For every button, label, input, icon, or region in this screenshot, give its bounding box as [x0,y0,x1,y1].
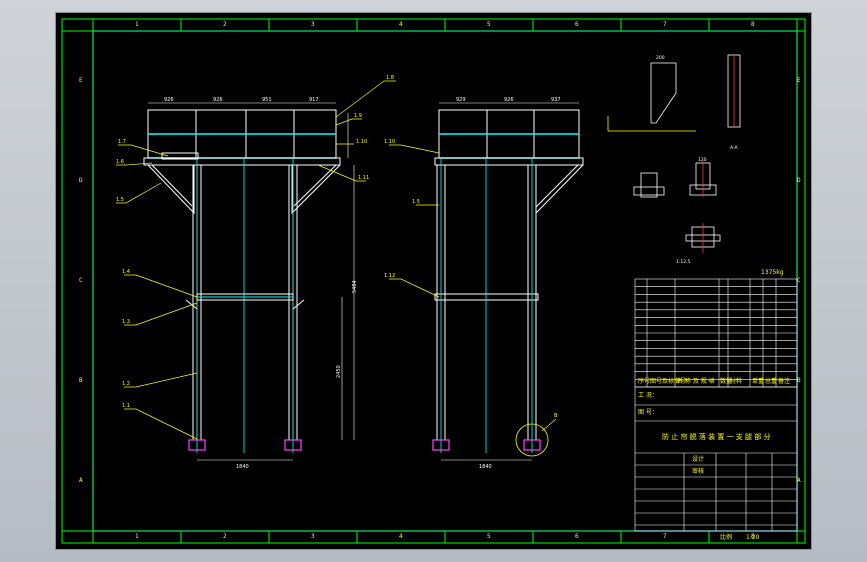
dim-front-bottom: 1840 [236,464,249,470]
front-view: 926 926 951 917 1840 5484 2450 [116,75,396,470]
zone-marker-top: 4 [399,21,403,28]
main-title: 防 止 帘 脱 落 装 置 一 支 腿 部 分 [662,433,771,441]
zone-marker-top: 2 [223,21,227,28]
drawing-sheet: 926 926 951 917 1840 5484 2450 [56,13,811,549]
detail-section-label: A-A [730,145,739,151]
detail-scale: 1:12.5 [676,259,691,265]
zone-marker-left: A [79,477,83,484]
zone-marker-top: 5 [487,21,491,28]
dim-front-height: 5484 [352,280,358,293]
scale-value: 1:20 [746,534,760,541]
side-view: 929 926 937 1840 1.10 1.5 1.12 B [384,97,584,470]
zone-marker-left: C [79,277,83,284]
sign-review: 审核 [692,468,705,475]
parts-header: 名 称 及 规 格 [677,378,715,385]
detail-views [607,54,741,253]
leader-label: 1.1 [122,403,130,409]
dim-front-2: 926 [213,97,223,103]
sign-design: 设计 [692,456,705,463]
weight-label: 1375kg [761,269,784,276]
dim-front-4: 917 [309,97,319,103]
leader-label: 1.9 [354,113,362,119]
parts-list [634,278,798,388]
leader-label: 1.3 [122,319,130,325]
scale-label: 比例 [720,534,733,541]
parts-header: 数量 [720,378,733,385]
zone-marker-bottom: 3 [311,533,315,540]
parts-header: 材料 [730,378,743,385]
cad-drawing: 926 926 951 917 1840 5484 2450 [61,18,806,544]
zone-marker-bottom: 2 [223,533,227,540]
zone-marker-top: 8 [751,21,755,28]
zone-marker-bottom: 4 [399,533,403,540]
leader-label: 1.8 [386,75,394,81]
title-block [634,386,798,532]
zone-marker-top: 3 [311,21,315,28]
zone-marker-left: E [79,77,83,84]
leader-label: 1.4 [122,269,130,275]
leader-label: 1.5 [116,197,124,203]
zone-marker-bottom: 8 [751,533,755,540]
dim-front-mid: 2450 [336,365,342,378]
parts-header: 单重 [752,378,765,385]
zone-marker-right: D [797,177,801,184]
zone-marker-top: 6 [575,21,579,28]
zone-marker-bottom: 1 [135,533,139,540]
zone-marker-bottom: 5 [487,533,491,540]
zone-marker-bottom: 6 [575,533,579,540]
leader-label: 1.11 [358,175,369,181]
dim-side-3: 937 [551,97,561,103]
zone-marker-right: A [797,477,801,484]
detail-dim-a: 200 [656,55,665,61]
zone-marker-right: C [797,277,801,284]
parts-header: 图号及标准号 [650,378,687,385]
detail-dim-b: 120 [698,157,707,163]
leader-label: 1.10 [384,139,395,145]
dim-side-1: 929 [456,97,466,103]
zone-marker-bottom: 7 [663,533,667,540]
leader-label: 1.2 [122,381,130,387]
zone-marker-right: B [797,377,801,384]
leader-label: 1.7 [118,139,126,145]
leader-label: 1.5 [412,199,420,205]
zone-marker-right: E [797,77,801,84]
leader-label: 1.12 [384,273,395,279]
dim-side-bottom: 1840 [479,464,492,470]
zone-marker-top: 7 [663,21,667,28]
zone-marker-top: 1 [135,21,139,28]
zone-marker-left: B [79,377,83,384]
leader-label: 1.10 [356,139,367,145]
dim-front-1: 926 [164,97,174,103]
dim-side-2: 926 [504,97,514,103]
zone-marker-left: D [79,177,83,184]
condition-label: 工 况： [638,392,658,399]
dim-front-3: 951 [262,97,272,103]
leader-label: 1.6 [116,159,124,165]
parts-header: 备注 [778,378,791,385]
drawing-no-label: 图 号： [638,409,658,416]
parts-header: 总重 [765,378,778,385]
parts-header: 序号 [638,378,651,385]
leader-label: B [554,413,558,419]
